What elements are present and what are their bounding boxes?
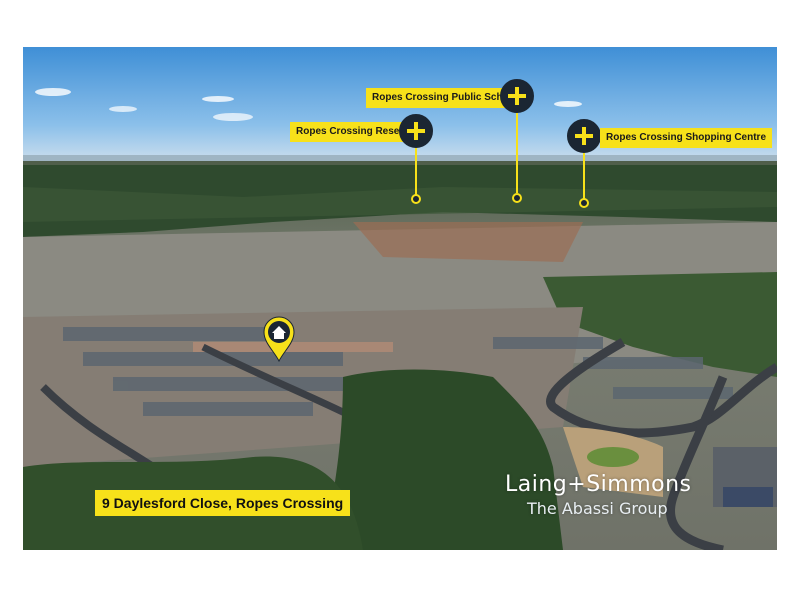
callout-shopping-label: Ropes Crossing Shopping Centre — [600, 128, 773, 148]
agency-logo: Laing+Simmons The Abassi Group — [505, 472, 692, 518]
shopping-location-dot — [579, 198, 589, 208]
reserve-location-dot — [411, 194, 421, 204]
callout-reserve-label: Ropes Crossing Reserve — [290, 122, 421, 142]
plus-icon — [407, 122, 425, 140]
agency-subtitle: The Abassi Group — [527, 499, 668, 518]
shopping-marker — [567, 119, 601, 153]
shopping-stem — [583, 153, 585, 200]
home-pin-icon — [262, 315, 296, 368]
callout-school-label: Ropes Crossing Public School — [366, 88, 524, 108]
plus-icon — [508, 87, 526, 105]
school-stem — [516, 113, 518, 193]
school-marker — [500, 79, 534, 113]
agency-name: Laing+Simmons — [505, 472, 692, 497]
aerial-photo — [23, 47, 777, 550]
school-location-dot — [512, 193, 522, 203]
plus-icon — [575, 127, 593, 145]
reserve-stem — [415, 148, 417, 196]
aerial-scene — [23, 47, 777, 550]
reserve-marker — [399, 114, 433, 148]
property-address: 9 Daylesford Close, Ropes Crossing — [95, 490, 351, 516]
